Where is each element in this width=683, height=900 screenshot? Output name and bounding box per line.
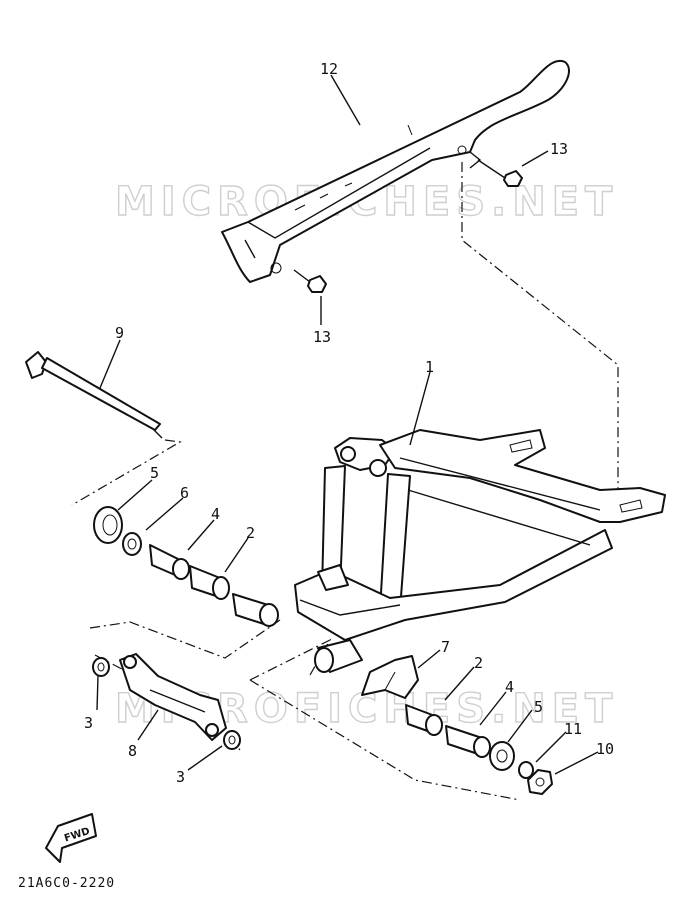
callout-2-left: 2 <box>246 524 255 542</box>
callout-2-right: 2 <box>474 654 483 672</box>
callout-9: 9 <box>115 324 124 342</box>
callout-1: 1 <box>425 358 434 376</box>
washer-3-left <box>92 657 110 677</box>
callout-12: 12 <box>320 60 338 78</box>
collar-4-right <box>445 725 491 758</box>
callout-13-lower: 13 <box>313 328 331 346</box>
collar-7 <box>314 639 363 673</box>
bolt-13-upper <box>477 159 523 187</box>
nut-10 <box>527 769 553 795</box>
collar-4-left <box>149 544 190 580</box>
callout-10: 10 <box>596 740 614 758</box>
callout-6: 6 <box>180 484 189 502</box>
bolt-13-lower <box>293 269 327 293</box>
bushing-5-left <box>93 506 123 544</box>
bush-2-right <box>405 704 443 736</box>
bush-2-left <box>189 565 230 600</box>
callout-4-right: 4 <box>505 678 514 696</box>
drawing-code: 21A6C0-2220 <box>18 876 115 891</box>
callout-4-left: 4 <box>211 505 220 523</box>
bracket-7 <box>361 655 419 699</box>
washer-3-right <box>223 730 241 750</box>
pivot-shaft-part <box>25 351 163 439</box>
callout-5-left: 5 <box>150 464 159 482</box>
callout-8: 8 <box>128 742 137 760</box>
washer-11 <box>518 761 534 779</box>
callout-7: 7 <box>441 638 450 656</box>
collar-right-of-stack <box>232 593 279 627</box>
callout-3-right: 3 <box>176 768 185 786</box>
swingarm-part <box>294 429 666 641</box>
washer-6 <box>122 532 142 556</box>
callout-3-left: 3 <box>84 714 93 732</box>
leader-lines <box>96 74 599 775</box>
chain-case-part <box>221 59 570 283</box>
callout-5-right: 5 <box>534 698 543 716</box>
callout-11: 11 <box>564 720 582 738</box>
link-8-part <box>119 653 227 741</box>
fwd-arrow-icon: FWD <box>45 813 97 863</box>
callout-13-upper: 13 <box>550 140 568 158</box>
bushing-5-right <box>489 741 515 771</box>
